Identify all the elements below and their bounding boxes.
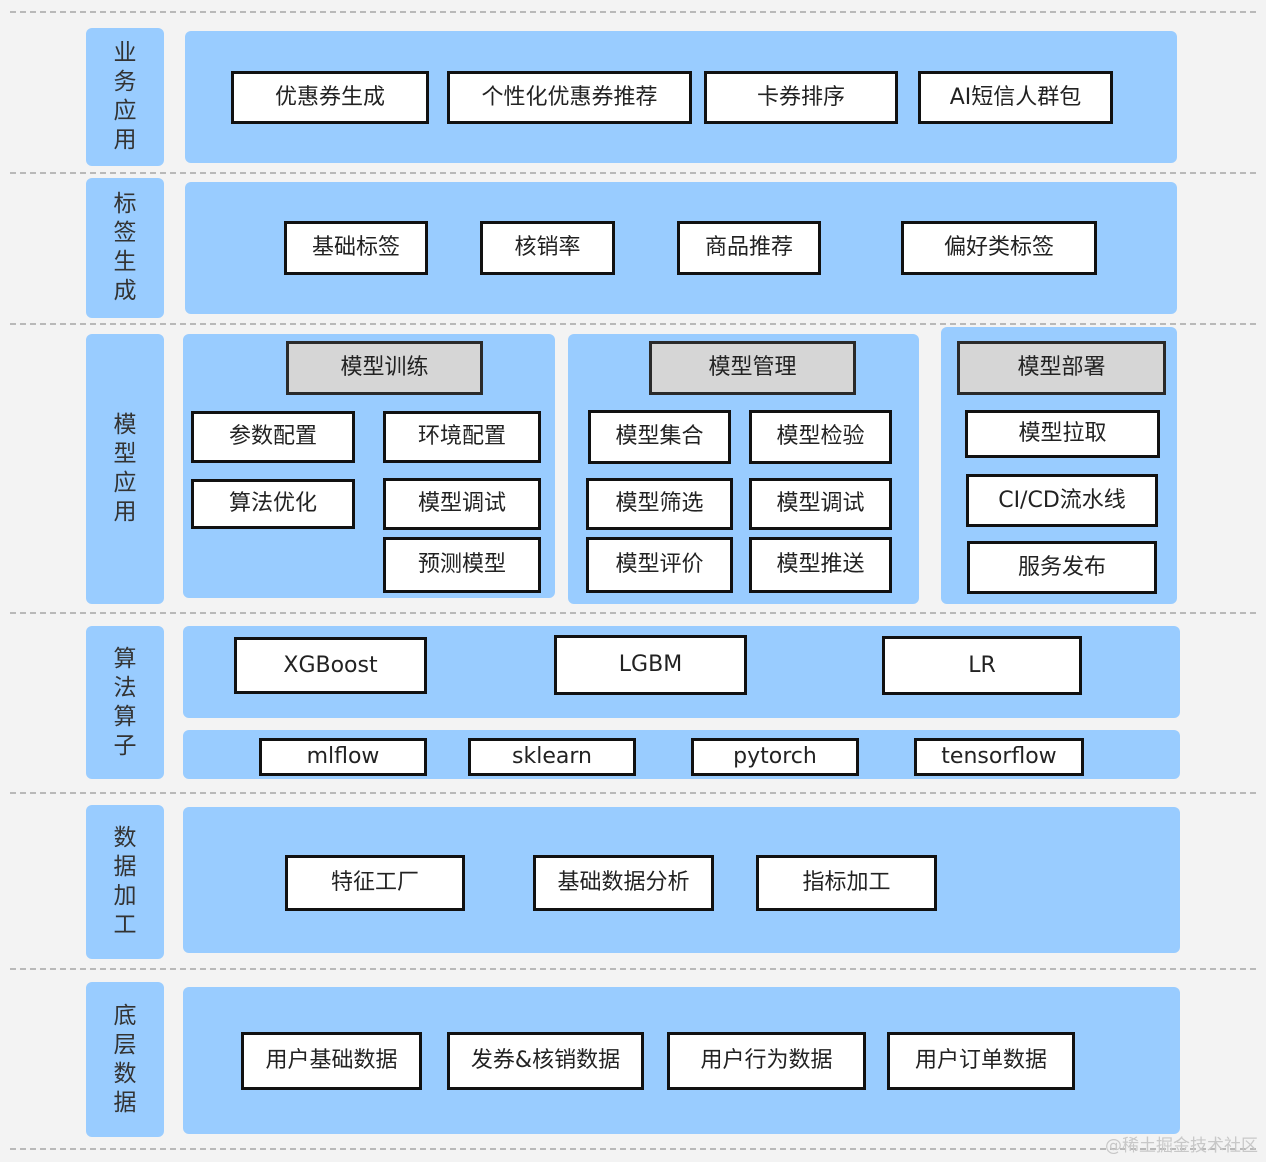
processing-item: 基础数据分析 [533,855,714,911]
base-item: 用户行为数据 [667,1032,866,1090]
algo-lib-item: tensorflow [914,738,1084,776]
layer-label-algo: 算法算子 [86,626,164,779]
training-item: 模型调试 [383,478,541,530]
layer-label-model: 模型应用 [86,334,164,604]
algo-model-item: LR [882,636,1082,695]
processing-item: 指标加工 [756,855,937,911]
layer-label-tags: 标签生成 [86,178,164,318]
deployment-item: 模型拉取 [965,410,1160,458]
divider [10,11,1256,13]
business-item: AI短信人群包 [918,71,1113,124]
training-item: 环境配置 [383,411,541,463]
tag-item: 核销率 [480,221,615,275]
layer-label-business: 业务应用 [86,28,164,166]
layer-label-processing: 数据加工 [86,805,164,959]
divider [10,172,1256,174]
model-management-title: 模型管理 [649,341,856,395]
training-item: 预测模型 [383,537,541,593]
management-item: 模型检验 [749,410,892,464]
deployment-item: 服务发布 [967,541,1157,594]
business-item: 优惠券生成 [231,71,429,124]
model-deployment-title: 模型部署 [957,341,1166,395]
management-item: 模型推送 [749,537,892,593]
watermark: @稀土掘金技术社区 [1105,1136,1258,1156]
management-item: 模型集合 [588,410,731,464]
divider [10,612,1256,614]
tag-item: 基础标签 [284,221,428,275]
training-item: 算法优化 [191,479,355,529]
tag-item: 偏好类标签 [901,221,1097,275]
management-item: 模型筛选 [586,478,733,530]
deployment-item: CI/CD流水线 [966,474,1158,527]
base-item: 用户基础数据 [241,1032,422,1090]
base-item: 用户订单数据 [887,1032,1075,1090]
divider [10,323,1256,325]
algo-model-item: XGBoost [234,637,427,694]
algo-model-item: LGBM [554,635,747,695]
divider [10,792,1256,794]
layer-label-base: 底层数据 [86,982,164,1137]
processing-item: 特征工厂 [285,855,465,911]
divider [10,968,1256,970]
algo-lib-item: mlflow [259,738,427,776]
management-item: 模型调试 [749,478,892,530]
tag-item: 商品推荐 [677,221,821,275]
business-item: 个性化优惠券推荐 [447,71,692,124]
management-item: 模型评价 [586,537,733,593]
divider [10,1148,1256,1150]
base-item: 发券&核销数据 [447,1032,644,1090]
model-training-title: 模型训练 [286,341,483,395]
algo-lib-item: sklearn [468,738,636,776]
business-item: 卡券排序 [704,71,898,124]
algo-lib-item: pytorch [691,738,859,776]
training-item: 参数配置 [191,411,355,463]
